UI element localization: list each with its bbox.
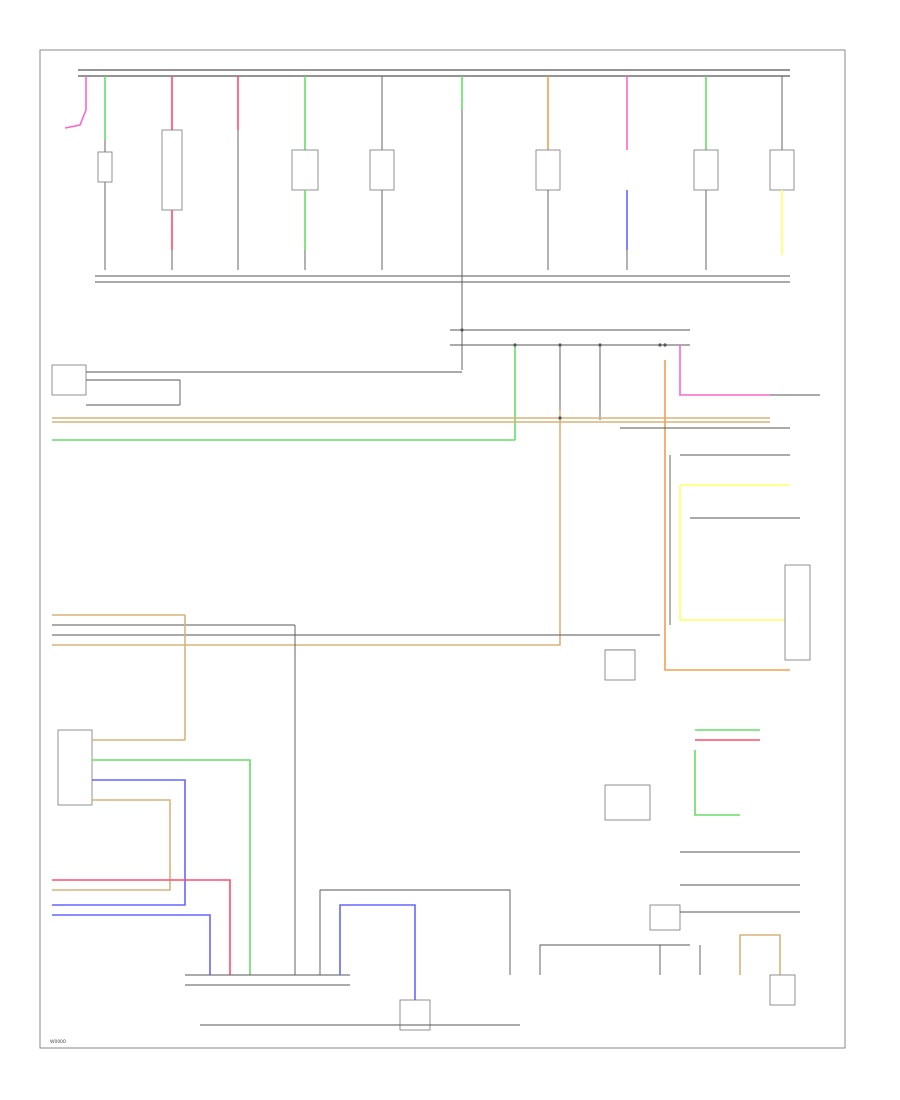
component-box-10 — [57, 729, 93, 806]
component-box-13 — [649, 904, 681, 931]
tan-harness — [52, 417, 770, 441]
bottom-right-modules — [539, 851, 800, 1006]
right-switch-stack — [620, 427, 811, 661]
component-box-11 — [399, 999, 431, 1031]
top-section-ground-bus — [95, 275, 790, 283]
component-box-9 — [784, 564, 811, 661]
junction-dots — [460, 328, 667, 420]
component-box-8 — [51, 364, 87, 396]
page-code: W0000 — [50, 1040, 66, 1045]
component-box-1 — [97, 151, 113, 183]
wire-pink-1 — [64, 76, 87, 129]
component-box-4 — [369, 149, 395, 191]
middle-right-cluster — [604, 649, 760, 821]
top-ground-bus — [78, 69, 790, 77]
component-box-14 — [604, 649, 636, 681]
wire-tan-vertical — [52, 410, 561, 646]
lower-left-wires — [52, 739, 251, 975]
component-box-5 — [535, 149, 561, 191]
component-box-3 — [291, 149, 319, 191]
component-box-7 — [769, 149, 795, 191]
top-branches — [64, 76, 795, 300]
diagram-frame — [39, 49, 846, 1049]
component-box-6 — [693, 149, 719, 191]
left-middle-harness — [52, 614, 660, 975]
component-box-15 — [604, 784, 651, 821]
component-box-2 — [161, 129, 183, 211]
middle-junction-bus — [450, 300, 820, 440]
component-box-12 — [769, 974, 796, 1006]
wire-orange-right — [664, 360, 790, 671]
bottom-connectors — [185, 889, 520, 1031]
